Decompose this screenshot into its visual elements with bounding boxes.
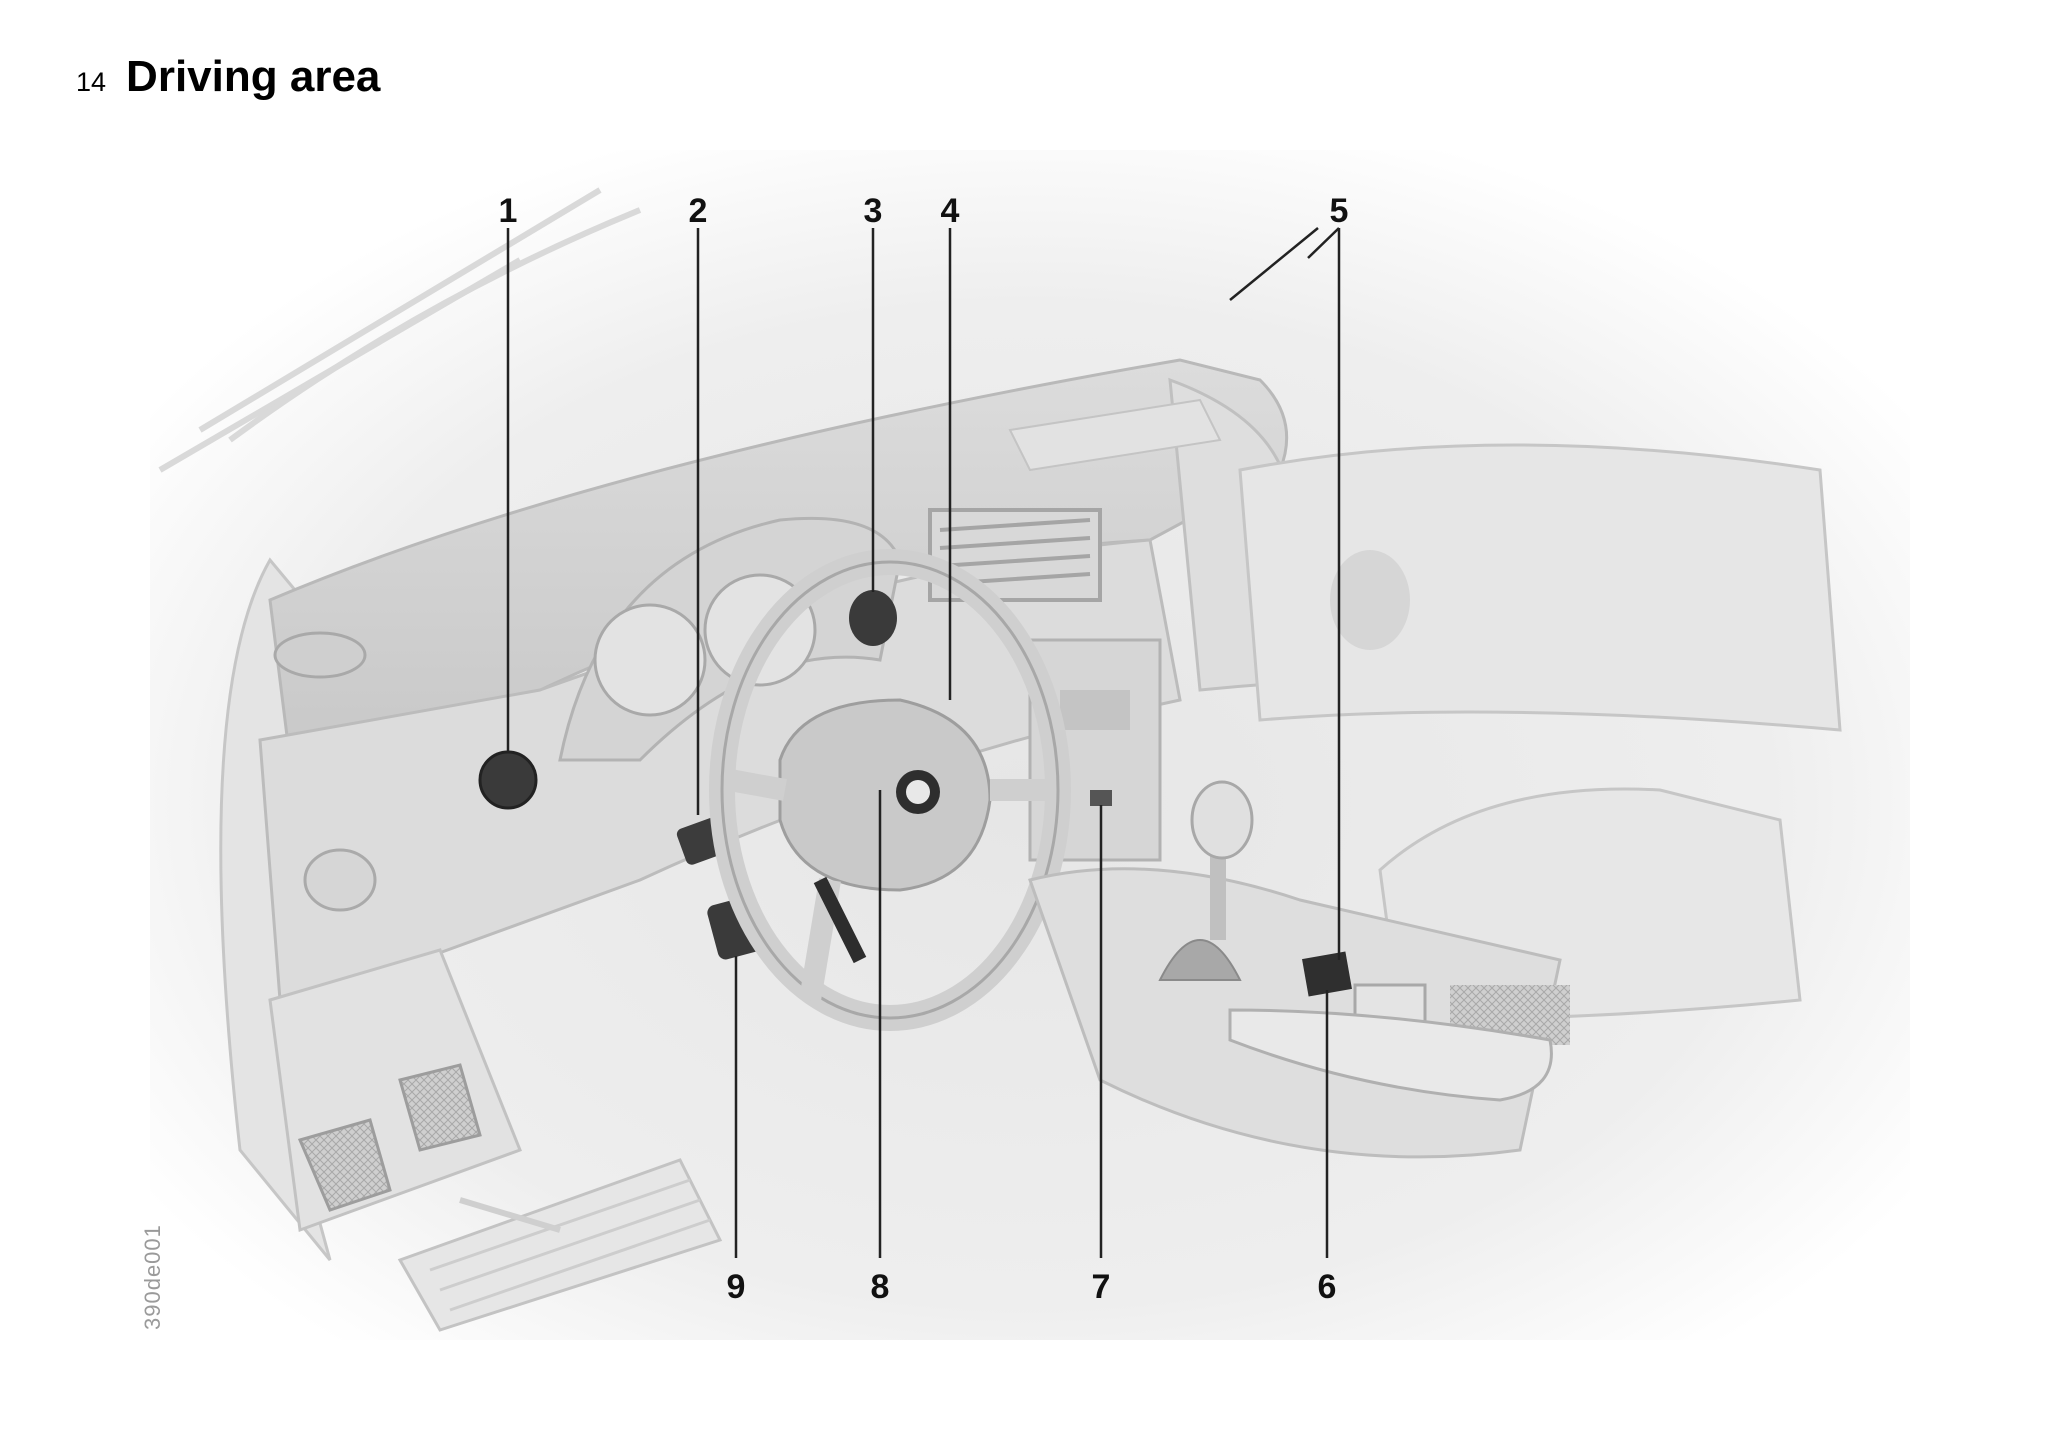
brake-pedal [398, 1063, 482, 1152]
footrest [397, 1158, 723, 1332]
callout-5: 5 [1330, 192, 1349, 230]
window-switches [1302, 951, 1352, 997]
callout-9: 9 [727, 1268, 746, 1306]
callout-7: 7 [1092, 1268, 1111, 1306]
windshield-lines [158, 187, 642, 473]
gear-knob [1190, 780, 1254, 860]
page-number: 14 [76, 67, 107, 97]
callout-6: 6 [1318, 1268, 1337, 1306]
page-header: 14 Driving area [76, 52, 380, 102]
callout-8: 8 [871, 1268, 890, 1306]
pedals [297, 1063, 723, 1332]
airbag-cover-passenger [1008, 398, 1222, 472]
clutch-pedal [297, 1118, 392, 1212]
callout-leaders [506, 227, 1341, 1258]
instrument-knob [849, 590, 897, 646]
side-vent-lower-left [303, 848, 377, 912]
door-speaker [1330, 550, 1410, 650]
armrest [1228, 1008, 1553, 1102]
passenger-door [1238, 443, 1842, 732]
center-stack-buttons [1060, 690, 1130, 730]
callout-4: 4 [941, 192, 960, 230]
callout-1: 1 [499, 192, 518, 230]
callout-2: 2 [689, 192, 708, 230]
page-title: Driving area [126, 52, 381, 101]
gear-shifter [1158, 780, 1254, 981]
callout-3: 3 [864, 192, 883, 230]
floor-line [459, 1197, 561, 1233]
steering-wheel [709, 549, 1071, 1031]
airbag-hub [778, 698, 992, 892]
tachometer [593, 603, 707, 717]
hazard-switch [1090, 790, 1112, 806]
light-switch-knob [478, 750, 538, 810]
figure-id: 390de001 [140, 1224, 165, 1330]
side-vent-left [273, 631, 367, 679]
